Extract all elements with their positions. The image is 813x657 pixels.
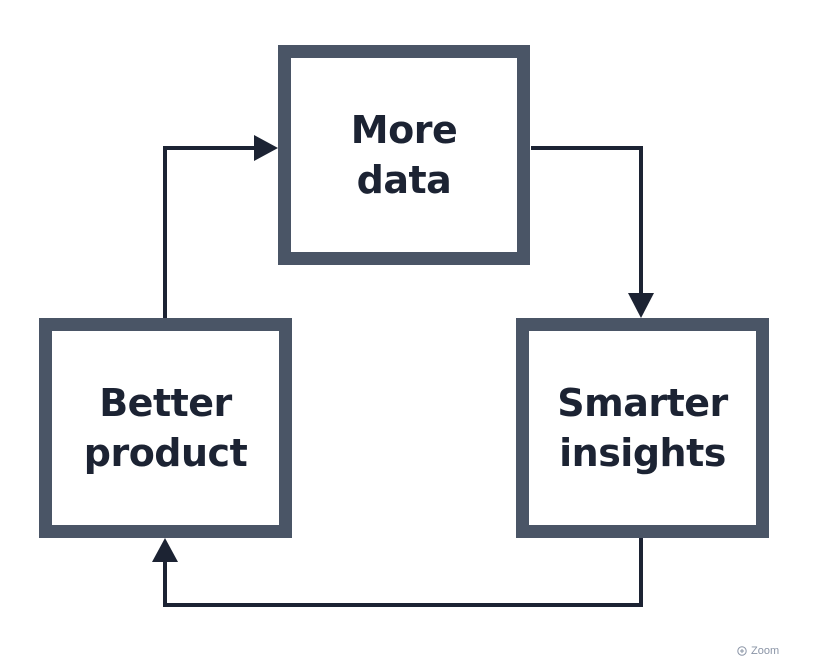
zoom-label: Zoom [751,645,780,657]
arrowhead-right-icon [254,135,278,161]
zoom-in-icon [737,646,747,656]
arrowhead-down-icon [628,293,654,318]
arrowhead-up-icon [152,538,178,562]
node-label-more-data: More data [350,107,458,202]
arrow-more-data-to-smarter-insights [531,146,643,296]
node-smarter-insights: Smarter insights [516,318,769,538]
node-label-smarter-insights: Smarter insights [557,380,728,475]
node-better-product: Better product [39,318,292,538]
node-label-better-product: Better product [83,380,248,475]
node-more-data: More data [278,45,530,265]
zoom-button[interactable]: Zoom [737,645,779,657]
arrow-smarter-insights-to-better-product [163,538,643,607]
arrow-better-product-to-more-data [163,146,257,318]
